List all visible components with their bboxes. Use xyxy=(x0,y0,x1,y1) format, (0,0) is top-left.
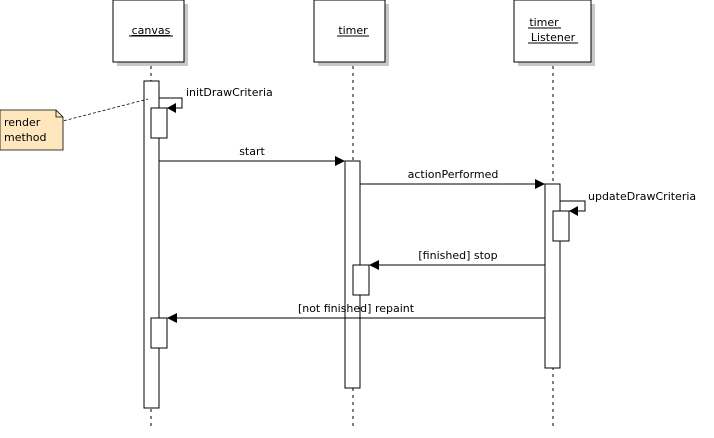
timer-header: timer xyxy=(313,0,389,66)
message-stop-label: [finished] stop xyxy=(418,249,497,262)
timer-header-label: timer xyxy=(338,24,368,37)
timer-listener-header-line-1: timer xyxy=(529,16,559,29)
canvas-self-activation xyxy=(150,107,168,139)
message-updatedrawcriteria: updateDrawCriteria xyxy=(560,190,696,216)
canvas-repaint-activation xyxy=(150,317,168,349)
timer-listener-header: timer Listener xyxy=(513,0,595,66)
message-repaint-label: [not finished] repaint xyxy=(298,302,415,315)
message-updatedrawcriteria-label: updateDrawCriteria xyxy=(588,190,696,203)
timer-listener-header-line-2: Listener xyxy=(531,31,576,44)
message-start-label: start xyxy=(239,145,265,158)
timer-listener-self-activation xyxy=(552,210,570,242)
timer-stop-activation xyxy=(352,264,370,296)
message-actionperformed: actionPerformed xyxy=(360,168,545,189)
message-actionperformed-label: actionPerformed xyxy=(408,168,499,181)
message-start: start xyxy=(159,145,345,166)
render-method-note: render method xyxy=(0,98,149,151)
note-connector xyxy=(58,98,149,123)
note-line-1: render xyxy=(4,116,41,129)
message-initdrawcriteria: initDrawCriteria xyxy=(159,86,273,113)
message-repaint: [not finished] repaint xyxy=(167,302,545,323)
message-stop: [finished] stop xyxy=(369,249,545,270)
canvas-header: canvas xyxy=(112,0,188,66)
message-initdrawcriteria-label: initDrawCriteria xyxy=(186,86,273,99)
note-line-2: method xyxy=(4,131,46,144)
canvas-header-label: canvas xyxy=(132,24,171,37)
